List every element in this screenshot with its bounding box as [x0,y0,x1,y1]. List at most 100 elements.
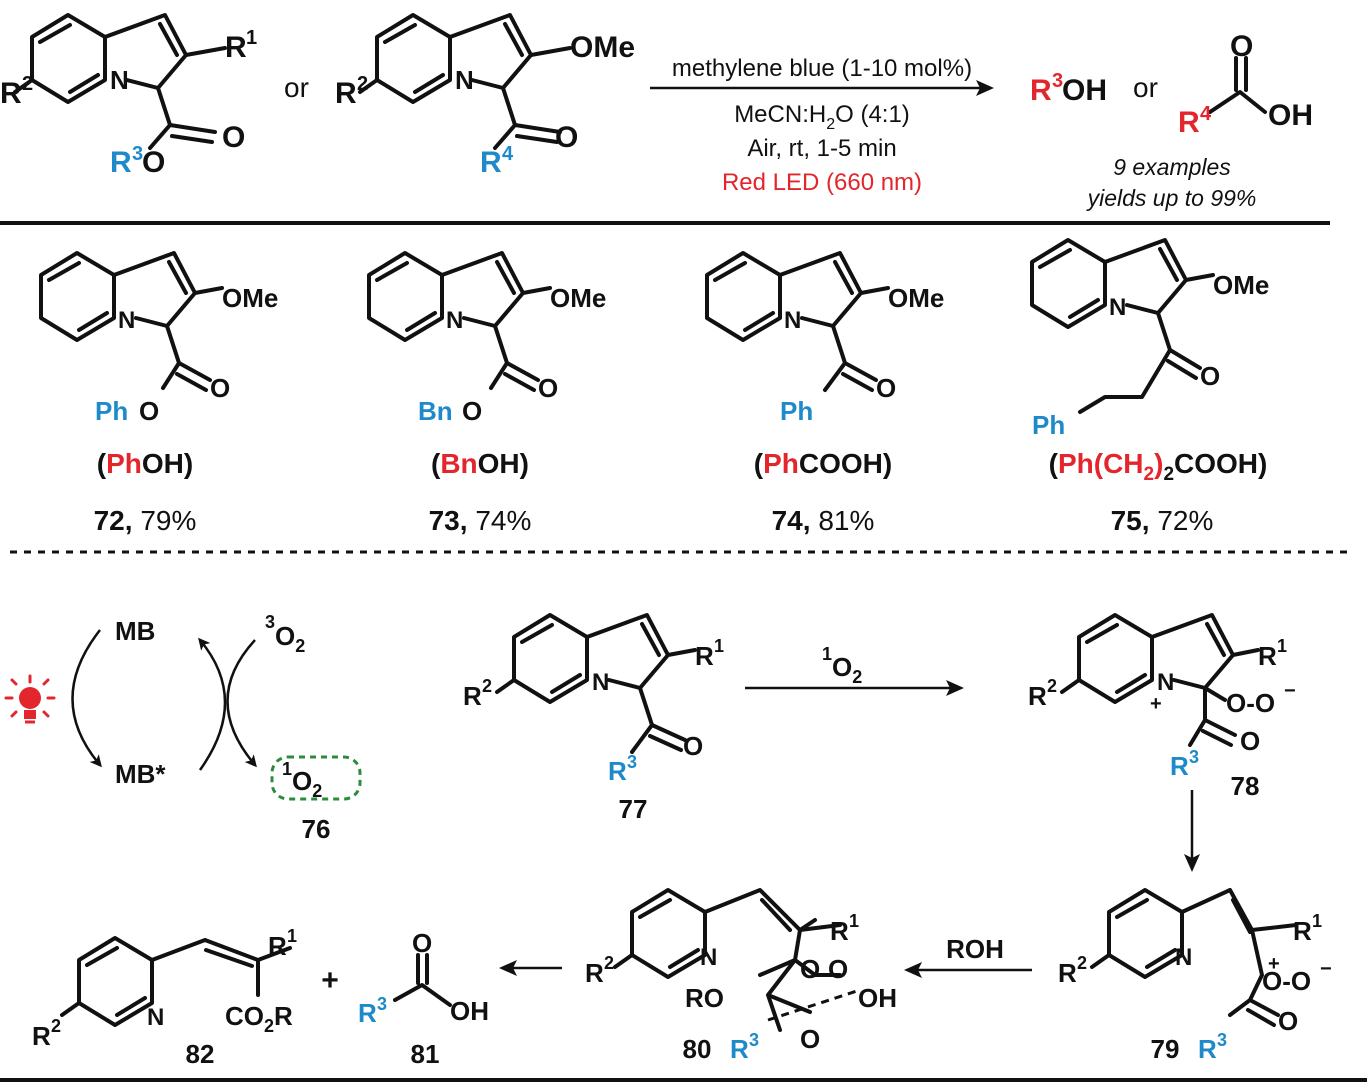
methoxy-label: OMe [570,31,635,64]
peroxide-label: O-O [1226,688,1275,718]
acid-carbonyl-oxygen: O [1230,30,1253,63]
n-atom: N [1109,294,1126,321]
example-75: OMe N Ph O (Ph(CH2)2COOH) 75, 72% [1030,238,1269,536]
carbonyl-oxygen: O [1200,361,1220,391]
condition-solvent: MeCN:H2O (4:1) [734,101,910,133]
r2-sup: 2 [604,953,614,973]
r1-label: R [1258,641,1277,671]
r1-sup: 1 [287,926,297,946]
carbonyl-oxygen: O [210,373,230,403]
compound-number: 80 [683,1034,712,1064]
n-atom: N [784,307,801,334]
singlet-oxygen-highlight [270,755,362,801]
carboxylic-acid-product: O R 4 OH [1178,30,1313,139]
product-name: (PhCOOH) [754,448,892,479]
r2-label: R [1028,681,1047,711]
r1-sup: 1 [1312,911,1322,931]
acid-oh: OH [1268,99,1313,132]
n-atom: N [592,669,609,696]
r1-sup: 1 [849,911,859,931]
excitation-arrow [71,629,102,768]
compound-78: R 1 R 2 N + O-O − R 3 O 78 [1028,613,1296,801]
r1-label: R [1293,916,1312,946]
triplet-o2: O2 [275,621,305,656]
r2-label: R [585,958,604,988]
condition-atmosphere: Air, rt, 1-5 min [747,135,896,162]
r1-sup: 1 [246,27,257,49]
r2-label: R [335,77,357,110]
r4-label: R [480,146,502,179]
compound-yield: 72, 79% [94,505,197,536]
peroxy-oxygen-1: O [800,954,820,984]
r3-sup: 3 [627,752,637,772]
n-atom: N [110,65,129,95]
r3-label: R [110,146,132,179]
ester-oxygen: O [142,146,165,179]
product-oh: OH [1062,74,1107,107]
n-atom: N [700,944,717,971]
ester-oxygen: O [139,396,159,426]
compound-number: 79 [1151,1034,1180,1064]
compound-77: R 1 R 2 N R 3 O 77 [463,613,724,824]
arrow-label-o2: O2 [832,652,862,687]
singlet-o2: O2 [292,766,322,801]
r2-sup: 2 [1077,953,1087,973]
r1-label: R [695,641,714,671]
product-name: (BnOH) [431,448,529,479]
substrate-ester-structure: R 1 R 2 N R 3 O O [0,13,257,179]
n-atom: N [1175,944,1192,971]
triplet-o2-sup: 3 [265,612,275,632]
or-text: or [284,72,309,103]
product-r4: R [1178,106,1200,139]
carbonyl-oxygen: O [1278,1006,1298,1036]
compound-80: R 1 R 2 N RO O O OH R 3 O 80 [585,888,897,1064]
r3-sup: 3 [1217,1030,1227,1050]
n-atom: N [118,307,135,334]
compound-76: 76 [302,814,331,844]
r3-label: R [730,1034,749,1064]
r1-label: R [268,931,287,961]
carbonyl-oxygen: O [555,121,578,154]
carbonyl-oxygen: O [876,373,896,403]
r2-sup: 2 [1047,676,1057,696]
phenyl-label: Ph [780,396,813,426]
product-r3-sup: 3 [1052,70,1063,92]
r2-sup: 2 [51,1016,61,1036]
carbonyl-oxide-label: O-O [1262,966,1311,996]
arrow-label-sup: 1 [822,644,832,664]
product-name: (Ph(CH2)2COOH) [1049,448,1268,485]
r3-label: R [1170,751,1189,781]
oxygen-arrow [226,639,257,768]
benzyl-label: Bn [418,396,453,426]
compound-79: R 1 R 2 N O-O + − R 3 O 79 [1058,888,1332,1064]
r2-label: R [32,1021,51,1051]
condition-catalyst: methylene blue (1-10 mol%) [672,55,972,82]
product-name: (PhOH) [97,448,193,479]
r1-label: R [225,31,247,64]
example-74: OMe N Ph O (PhCOOH) 74, 81% [705,251,944,536]
compound-number: 82 [186,1039,215,1069]
n-atom: N [147,1004,164,1031]
r3-sup: 3 [132,143,143,165]
compound-81: O R 3 OH 81 [358,928,489,1069]
compound-number: 81 [411,1039,440,1069]
acid-carbonyl-oxygen: O [412,928,432,958]
examples-count: 9 examples [1113,154,1231,180]
r3-label: R [608,756,627,786]
example-72: OMe N Ph O O (PhOH) 72, 79% [39,251,278,536]
r2-sup: 2 [357,73,368,95]
r2-sup: 2 [22,73,33,95]
ester-oxygen: O [462,396,482,426]
r2-label: R [463,681,482,711]
peroxy-oxygen-2: O [828,954,848,984]
r4-sup: 4 [502,143,514,165]
example-73: OMe N Bn O O (BnOH) 73, 74% [367,251,606,536]
hydroperoxy-oh: OH [858,983,897,1013]
compound-82: R 1 R 2 N CO2R 82 [32,926,297,1069]
r1-sup: 1 [1277,636,1287,656]
product-r4-sup: 4 [1200,103,1212,125]
photocatalytic-cycle: MB MB* 3 O2 1 O2 76 [4,612,362,844]
methoxy-label: OMe [222,283,278,313]
alkoxy-label: RO [685,983,724,1013]
